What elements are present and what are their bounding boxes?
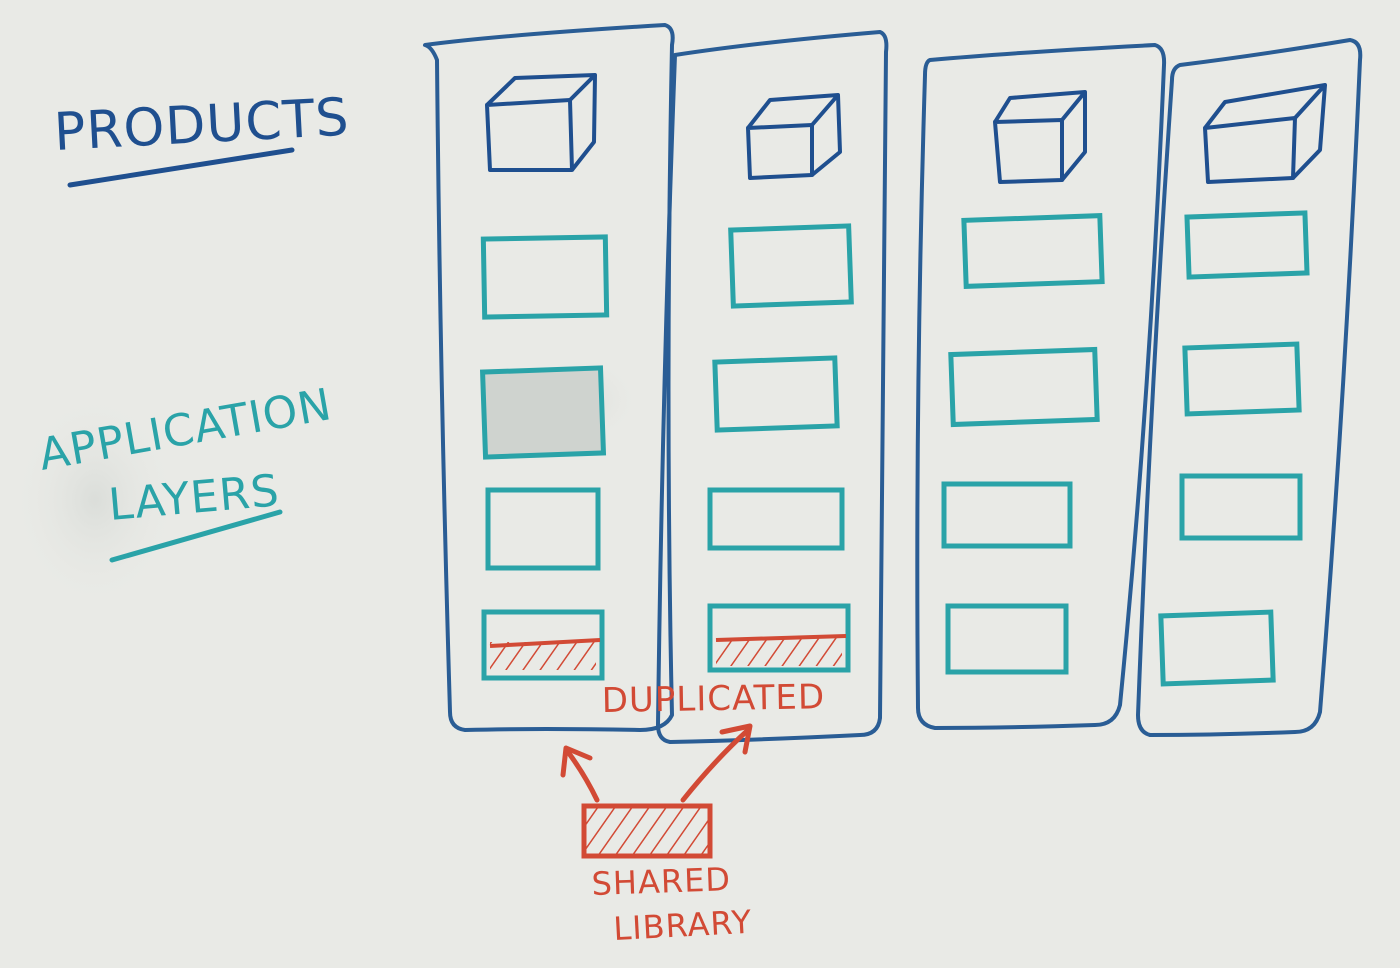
application-layer-box bbox=[948, 346, 1100, 428]
cube-icon bbox=[746, 93, 842, 180]
application-layer-box bbox=[1182, 341, 1302, 417]
application-layer-box-with-duplicated-library bbox=[707, 603, 851, 673]
application-layer-box bbox=[485, 487, 601, 571]
application-layer-box bbox=[479, 365, 607, 460]
application-layer-box bbox=[480, 234, 610, 320]
duplicated-label: DUPLICATED bbox=[601, 677, 825, 721]
library-label: LIBRARY bbox=[612, 903, 753, 948]
product-column-4 bbox=[1136, 38, 1363, 737]
cube-icon bbox=[1203, 83, 1327, 184]
column-outline bbox=[423, 23, 675, 732]
shared-label: SHARED bbox=[591, 860, 732, 903]
application-layer-box bbox=[941, 481, 1073, 549]
application-layer-box bbox=[707, 487, 845, 551]
column-outline bbox=[656, 30, 889, 744]
application-layer-box bbox=[1184, 210, 1310, 280]
column-outline bbox=[915, 43, 1167, 730]
cube-icon bbox=[993, 90, 1087, 184]
column-outline bbox=[1136, 38, 1363, 737]
application-layer-box bbox=[712, 355, 840, 433]
product-column-1 bbox=[423, 23, 675, 732]
application-layer-box bbox=[1179, 473, 1303, 541]
duplicated-library-hatch bbox=[716, 638, 842, 666]
shared-library-block bbox=[581, 803, 713, 859]
application-layer-box bbox=[961, 213, 1105, 289]
product-column-3 bbox=[915, 43, 1167, 730]
application-layer-box bbox=[945, 603, 1069, 675]
arrow-to-column-2 bbox=[680, 723, 753, 803]
application-layer-box bbox=[1158, 609, 1276, 687]
product-column-2 bbox=[656, 30, 889, 744]
cube-icon bbox=[485, 73, 597, 172]
arrow-to-column-1 bbox=[560, 745, 600, 803]
application-layer-box-with-duplicated-library bbox=[481, 609, 605, 681]
application-layer-box bbox=[728, 223, 854, 309]
products-underline bbox=[67, 147, 295, 188]
application-layers-underline bbox=[109, 509, 283, 563]
